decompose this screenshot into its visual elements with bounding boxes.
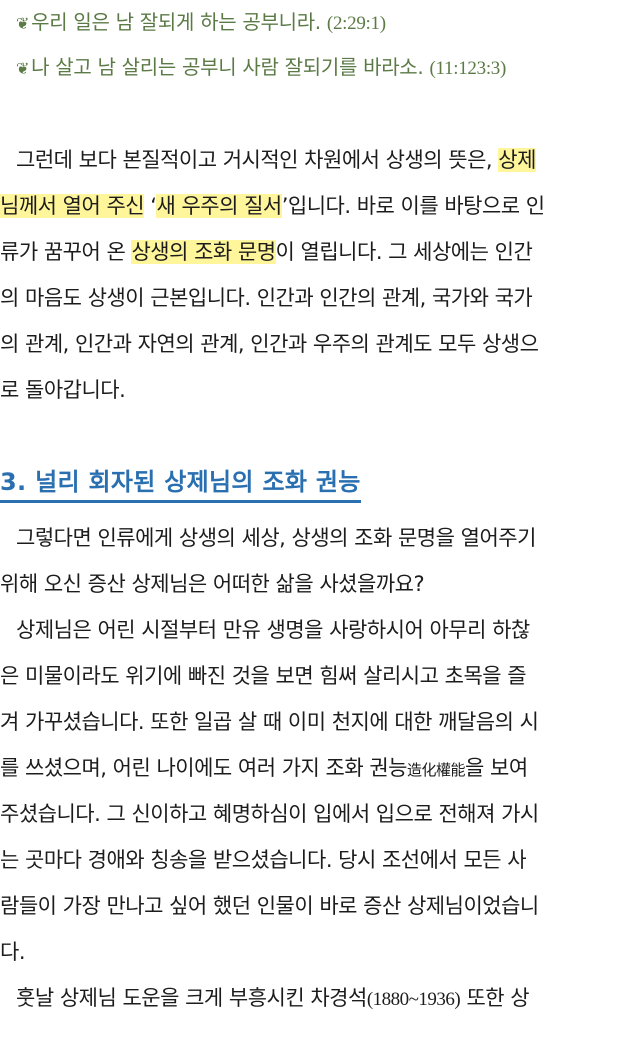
text-line: 훗날 상제님 도운을 크게 부흥시킨 차경석(1880~1936) 또한 상	[16, 986, 530, 1010]
text-line: 겨 가꾸셨습니다. 또한 일곱 살 때 이미 천지에 대한 깨달음의 시	[0, 710, 539, 734]
quote-1: ❦우리 일은 남 잘되게 하는 공부니라. (2:29:1)	[16, 6, 386, 35]
quote-2: ❦나 살고 남 살리는 공부니 사람 잘되기를 바라소. (11:123:3)	[16, 51, 506, 80]
text-line: 람들이 가장 만나고 싶어 했던 인물이 바로 증산 상제님이었습니	[0, 894, 539, 918]
text-line: 위해 오신 증산 상제님은 어떠한 삶을 사셨을까요?	[0, 572, 425, 596]
text-line: 은 미물이라도 위기에 빠진 것을 보면 힘써 살리시고 초목을 즐	[0, 664, 527, 688]
text-line: 그렇다면 인류에게 상생의 세상, 상생의 조화 문명을 열어주기	[16, 526, 536, 550]
text-line: 의 마음도 상생이 근본입니다. 인간과 인간의 관계, 국가와 국가	[0, 286, 533, 310]
text-line: 를 쓰셨으며, 어린 나이에도 여러 가지 조화 권능造化權能을 보여	[0, 756, 528, 780]
paragraph-sangsaeng-meaning: 그런데 보다 본질적이고 거시적인 차원에서 상생의 뜻은, 상제 님께서 열어…	[0, 137, 624, 413]
text-line: 그런데 보다 본질적이고 거시적인 차원에서 상생의 뜻은, 상제	[16, 148, 536, 172]
text-line: 는 곳마다 경애와 칭송을 받으셨습니다. 당시 조선에서 모든 사	[0, 848, 527, 872]
highlight: 님께서 열어 주신	[0, 194, 145, 218]
paragraph-sangjenim-life: 그렇다면 인류에게 상생의 세상, 상생의 조화 문명을 열어주기 위해 오신 …	[0, 515, 624, 1021]
text-line: 류가 꿈꾸어 온 상생의 조화 문명이 열립니다. 그 세상에는 인간	[0, 240, 533, 264]
quote-reference: (11:123:3)	[429, 58, 507, 79]
highlight: 상생의 조화 문명	[131, 240, 276, 264]
quote-text: 나 살고 남 살리는 공부니 사람 잘되기를 바라소.	[31, 55, 424, 79]
quote-reference: (2:29:1)	[326, 13, 386, 34]
highlight: 상제	[498, 148, 536, 172]
flower-bullet-icon: ❦	[16, 14, 30, 33]
text-line: 다.	[0, 940, 26, 964]
text-line: 님께서 열어 주신 ‘새 우주의 질서’입니다. 바로 이를 바탕으로 인	[0, 194, 545, 218]
section-heading: 3. 널리 회자된 상제님의 조화 권능	[0, 462, 361, 503]
text-line: 로 돌아갑니다.	[0, 378, 126, 402]
text-line: 의 관계, 인간과 자연의 관계, 인간과 우주의 관계도 모두 상생으	[0, 332, 539, 356]
years-annotation: (1880~1936)	[366, 989, 461, 1010]
highlight: 새 우주의 질서	[156, 194, 282, 218]
hanja-annotation: 造化權能	[406, 761, 466, 779]
text-line: 주셨습니다. 그 신이하고 혜명하심이 입에서 입으로 전해져 가시	[0, 802, 539, 826]
text-line: 상제님은 어린 시절부터 만유 생명을 사랑하시어 아무리 하찮	[16, 618, 530, 642]
quote-text: 우리 일은 남 잘되게 하는 공부니라.	[31, 10, 321, 34]
flower-bullet-icon: ❦	[16, 59, 30, 78]
